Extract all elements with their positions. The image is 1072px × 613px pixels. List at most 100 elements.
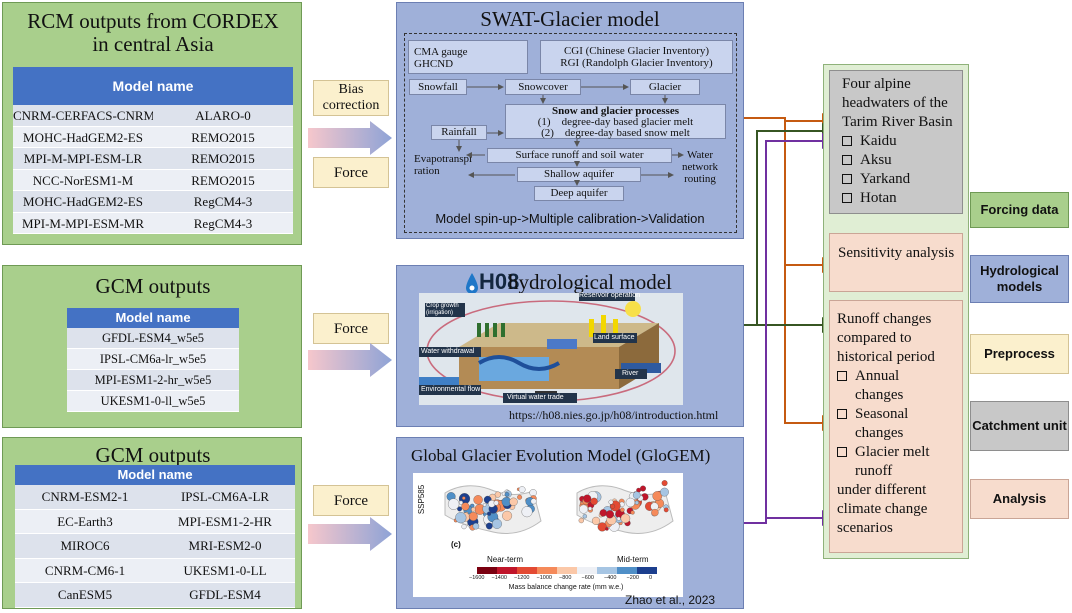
catchment-box: Four alpine headwaters of the Tarim Rive… bbox=[829, 70, 963, 214]
rcm-panel: RCM outputs from CORDEX in central Asia … bbox=[2, 2, 302, 245]
glacier-bubble bbox=[599, 509, 607, 517]
table-cell: MPI-ESM1-2-HR bbox=[178, 513, 272, 529]
force-label-3: Force bbox=[333, 493, 369, 509]
glacier-bubble bbox=[605, 527, 609, 531]
table-cell: IPSL-CM6a-lr_w5e5 bbox=[99, 352, 207, 366]
glacier-bubble bbox=[485, 522, 493, 530]
glacier-bubble bbox=[529, 489, 537, 497]
glacier-bubble bbox=[492, 518, 502, 529]
glacier-bubble bbox=[620, 507, 625, 513]
table-cell: IPSL-CM6A-LR bbox=[180, 489, 270, 504]
swat-dashed-frame bbox=[404, 33, 737, 233]
colorbar-segment bbox=[477, 567, 497, 574]
h08-panel: H08 hydrological model Reservoir operati… bbox=[396, 265, 744, 427]
glacier-bubble bbox=[509, 497, 518, 506]
glacier-bubble bbox=[502, 510, 513, 521]
glacier-bubble bbox=[468, 511, 478, 521]
colorbar-segment bbox=[517, 567, 537, 574]
glacier-bubble bbox=[530, 498, 537, 505]
list-item: Yarkand bbox=[842, 170, 962, 189]
glacier-bubble bbox=[455, 512, 467, 524]
checkbox-icon bbox=[837, 409, 847, 419]
glacier-bubble bbox=[521, 506, 533, 518]
table-cell: REMO2015 bbox=[191, 129, 255, 145]
list-item-label: Seasonal changes bbox=[855, 406, 909, 441]
swat-snowfall-box: Snowfall bbox=[409, 79, 467, 95]
table-cell: GFDL-ESM4_w5e5 bbox=[101, 331, 205, 345]
legend-hydro: Hydrological models bbox=[970, 255, 1069, 303]
glacier-bubble bbox=[582, 514, 587, 519]
legend-preprocess: Preprocess bbox=[970, 334, 1069, 374]
swat-evapo-label: Evapotranspi ration bbox=[414, 153, 473, 177]
list-item-label: Hotan bbox=[860, 190, 897, 206]
glacier-bubble bbox=[518, 486, 526, 493]
glogem-mid-label: Mid-term bbox=[617, 555, 649, 564]
h08-label-land: Land surface bbox=[594, 334, 635, 341]
glacier-bubble bbox=[660, 487, 669, 497]
checkbox-icon bbox=[837, 371, 847, 381]
colorbar-segment bbox=[497, 567, 517, 574]
catchment-title: Four alpine headwaters of the Tarim Rive… bbox=[842, 76, 953, 130]
table-cell: MOHC-HadGEM2-ES bbox=[23, 194, 143, 209]
swat-gauge-box: CMA gauge GHCND bbox=[408, 40, 528, 74]
glacier-bubble bbox=[588, 506, 593, 511]
colorbar-tick-label: −400 bbox=[604, 575, 617, 581]
glogem-panel: Global Glacier Evolution Model (GloGEM) … bbox=[396, 437, 744, 609]
swat-routing-label: Water network routing bbox=[681, 149, 719, 185]
colorbar-segment bbox=[537, 567, 557, 574]
table-row: IPSL-CM6a-lr_w5e5 bbox=[67, 349, 239, 370]
colorbar-tick-label: −600 bbox=[581, 575, 594, 581]
h08-label-reservoir: Reservoir operation bbox=[579, 292, 641, 299]
h08-title: hydrological model bbox=[508, 270, 672, 294]
glacier-bubble bbox=[630, 510, 635, 515]
glacier-bubble bbox=[605, 510, 614, 519]
list-item: Seasonal changes bbox=[837, 405, 962, 443]
gcm-1-table-header: Model name bbox=[67, 308, 239, 328]
table-cell: MPI-ESM1-2-hr_w5e5 bbox=[94, 373, 212, 387]
glacier-bubble bbox=[608, 499, 614, 505]
gcm-panel-1-title: GCM outputs bbox=[95, 274, 211, 298]
rcm-model-table: Model name CNRM-CERFACS-CNRM-CM5ALARO-0M… bbox=[13, 67, 293, 234]
glogem-citation: Zhao et al., 2023 bbox=[625, 593, 716, 607]
h08-url[interactable]: https://h08.nies.go.jp/h08/introduction.… bbox=[509, 408, 719, 422]
colorbar-segment bbox=[597, 567, 617, 574]
gcm-2-table-header: Model name bbox=[15, 465, 295, 485]
colorbar-segment bbox=[557, 567, 577, 574]
table-cell: MPI-M-MPI-ESM-MR bbox=[21, 215, 145, 231]
table-row: CNRM-CERFACS-CNRM-CM5 ALARO-0 bbox=[13, 105, 293, 127]
swat-to-runoff-arrow bbox=[784, 265, 838, 431]
legend-forcing-label: Forcing data bbox=[980, 202, 1059, 217]
list-item: Hotan bbox=[842, 189, 962, 208]
table-cell: CNRM-CERFACS-CNRM-CM5 bbox=[13, 108, 153, 123]
table-cell: ALARO-0 bbox=[195, 108, 251, 123]
colorbar-tick-label: −800 bbox=[559, 575, 572, 581]
table-cell: MRI-ESM2-0 bbox=[188, 538, 262, 554]
table-cell: RegCM4-3 bbox=[193, 215, 253, 231]
rcm-panel-title: RCM outputs from CORDEX in central Asia bbox=[27, 9, 279, 56]
glacier-bubble bbox=[461, 524, 467, 530]
list-item: Kaidu bbox=[842, 132, 962, 151]
h08-label-withdrawal: Water withdrawal bbox=[421, 348, 475, 355]
glacier-bubble bbox=[461, 502, 470, 511]
table-cell: REMO2015 bbox=[191, 151, 255, 166]
h08-label-env: Environmental flow bbox=[421, 386, 481, 393]
table-row: GFDL-ESM4_w5e5 bbox=[67, 328, 239, 349]
sensitivity-label: Sensitivity analysis bbox=[838, 245, 955, 261]
colorbar-tick-label: −1000 bbox=[536, 575, 552, 581]
force-box-2: Force bbox=[313, 313, 389, 344]
glogem-near-label: Near-term bbox=[487, 555, 524, 564]
glacier-bubble bbox=[579, 504, 589, 514]
h08-logo: H08 bbox=[465, 269, 519, 299]
glacier-bubble bbox=[597, 522, 607, 532]
swat-calibration-text: Model spin-up->Multiple calibration->Val… bbox=[435, 211, 705, 226]
glacier-bubble bbox=[632, 491, 641, 499]
glacier-bubble bbox=[583, 494, 592, 503]
table-row: UKESM1-0-ll_w5e5 bbox=[67, 391, 239, 412]
runoff-intro: Runoff changes compared to historical pe… bbox=[837, 311, 935, 365]
